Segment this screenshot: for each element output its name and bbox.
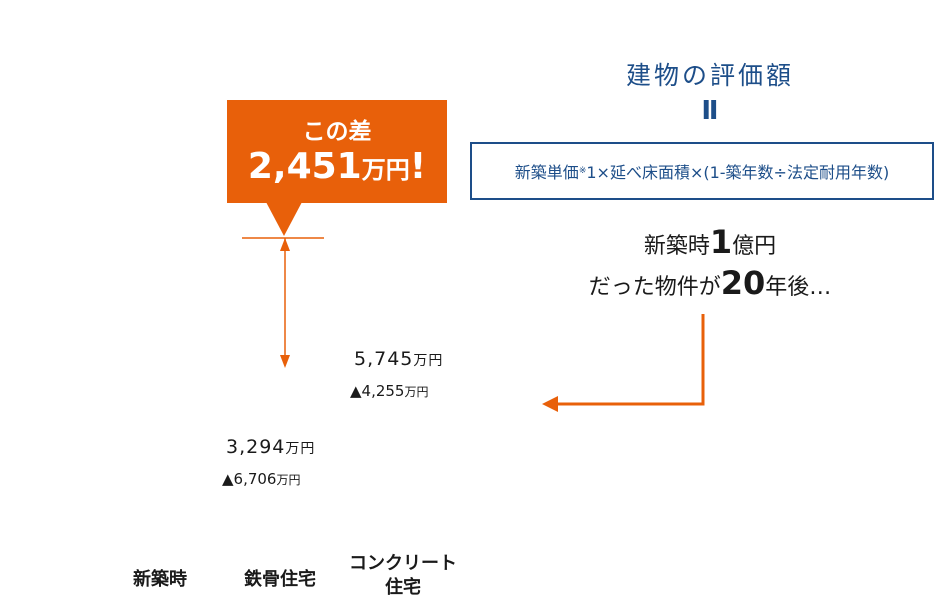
formula-box: 新築単価※1×延べ床面積×(1-築年数÷法定耐用年数) xyxy=(470,142,934,200)
value-steel: 3,294 xyxy=(226,436,286,458)
formula-note-mark: ※ xyxy=(578,166,587,176)
value-concrete-unit: 万円 xyxy=(413,353,444,369)
scenario-line2: だった物件が20年後… xyxy=(560,265,860,306)
value-steel-unit: 万円 xyxy=(285,441,316,457)
formula-part2: 1×延べ床面積×(1-築年数÷法定耐用年数) xyxy=(586,163,890,182)
scenario-line1-pre: 新築時 xyxy=(643,234,710,259)
callout-suffix: ! xyxy=(409,146,427,187)
formula-part1: 新築単価 xyxy=(514,163,579,182)
category-new: 新築時 xyxy=(133,569,187,590)
callout-amount-line: 2,451万円! xyxy=(227,146,447,187)
difference-callout: この差 2,451万円! xyxy=(227,100,447,203)
equals-sign: Ⅱ xyxy=(701,96,719,126)
formula-title: 建物の評価額 xyxy=(625,61,794,90)
bar-1 xyxy=(240,440,320,540)
category-concrete-text: コンクリート住宅 xyxy=(349,553,457,598)
value-label-concrete: 5,745万円 xyxy=(354,348,443,370)
bar-0 xyxy=(120,238,200,540)
category-steel: 鉄骨住宅 xyxy=(244,569,316,590)
diff-steel: ▲6,706 xyxy=(222,470,277,488)
bar-2 xyxy=(363,366,443,540)
diff-label-steel: ▲6,706万円 xyxy=(222,470,301,488)
scenario-line1: 新築時1億円 xyxy=(560,224,860,265)
callout-label: この差 xyxy=(302,119,372,145)
scenario-arrow-line xyxy=(556,314,705,406)
difference-arrow-head-up xyxy=(280,238,290,251)
callout-amount: 2,451 xyxy=(247,146,362,187)
scenario-line2-post: 年後… xyxy=(765,275,832,300)
callout-unit: 万円 xyxy=(361,156,410,184)
diff-concrete: ▲4,255 xyxy=(350,382,405,400)
diff-steel-unit: 万円 xyxy=(276,473,301,487)
value-concrete: 5,745 xyxy=(354,348,414,370)
callout-pointer xyxy=(266,202,302,236)
scenario-line2-pre: だった物件が xyxy=(588,275,721,300)
category-concrete: コンクリート住宅 xyxy=(337,552,469,600)
diff-label-concrete: ▲4,255万円 xyxy=(350,382,429,400)
scenario-line2-big: 20 xyxy=(720,264,766,302)
scenario-text: 新築時1億円 だった物件が20年後… xyxy=(560,224,860,306)
difference-arrow-head-down xyxy=(280,355,290,368)
scenario-line1-post: 億円 xyxy=(732,234,777,259)
value-label-steel: 3,294万円 xyxy=(226,436,315,458)
scenario-line1-big: 1 xyxy=(709,223,733,261)
scenario-arrow-head xyxy=(542,396,558,412)
bars-layer xyxy=(120,238,443,540)
diff-concrete-unit: 万円 xyxy=(404,385,429,399)
